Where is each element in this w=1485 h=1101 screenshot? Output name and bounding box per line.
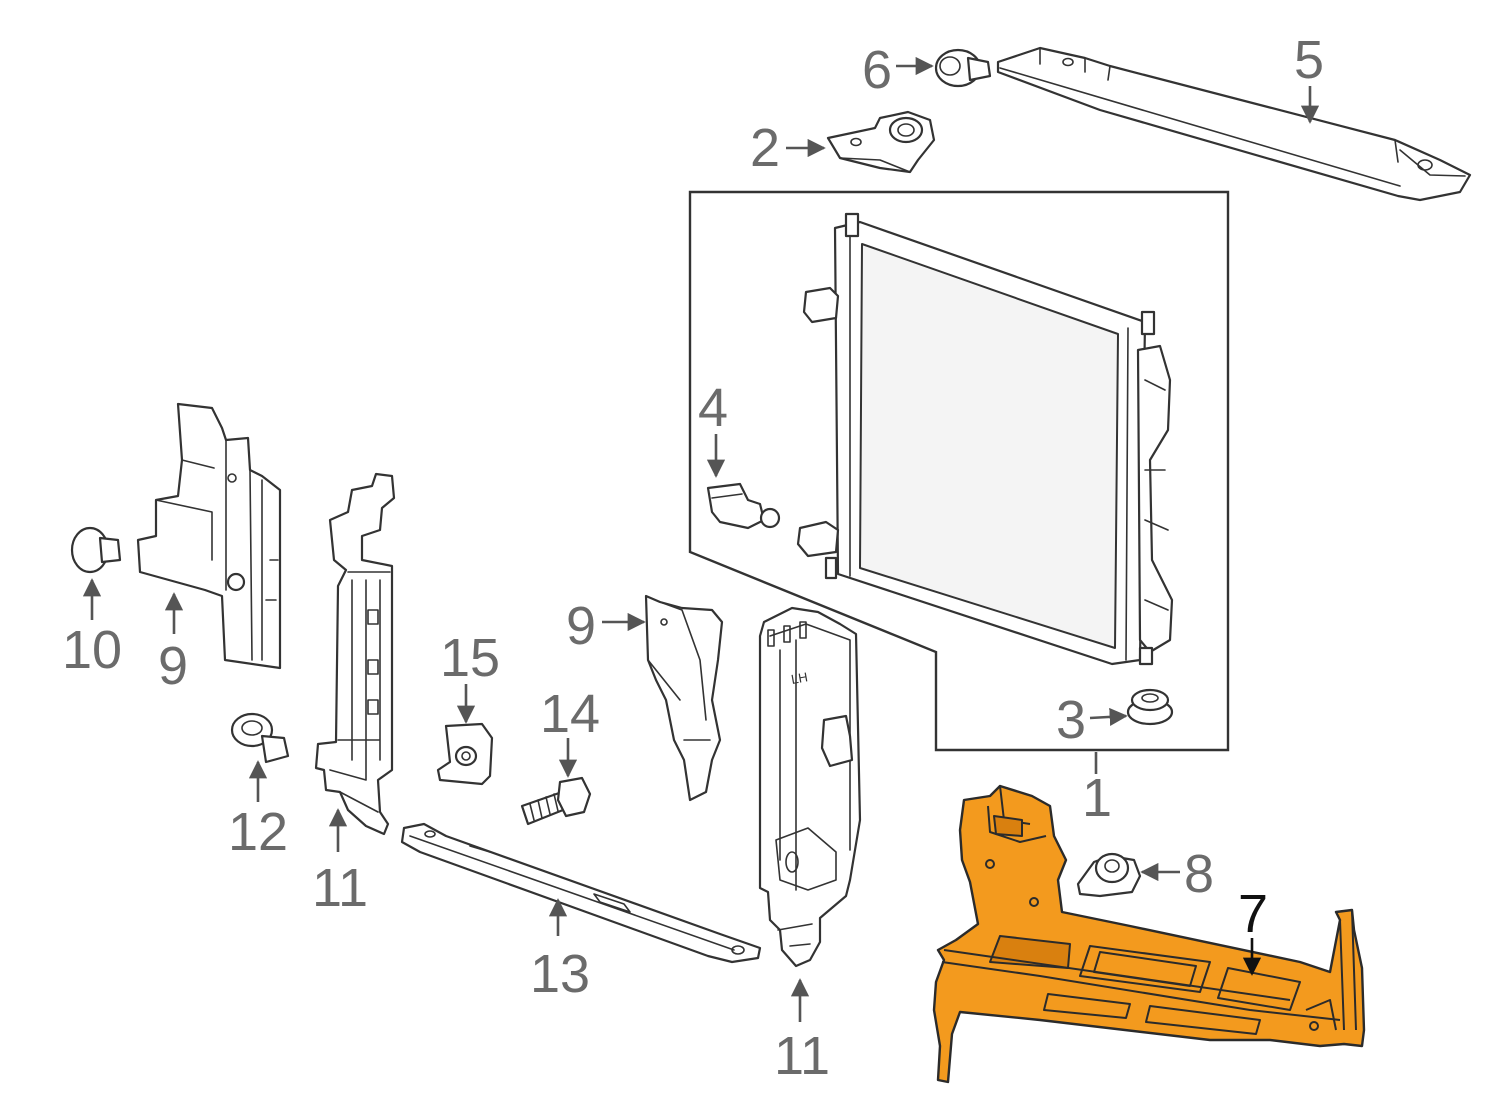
callout-10-label: 10 [62, 620, 122, 680]
callout-2-label: 2 [750, 118, 780, 178]
callout-15: 15 [440, 628, 500, 724]
part-4-sensor [706, 482, 781, 530]
callout-13: 13 [530, 898, 590, 1004]
callout-3: 3 [1056, 690, 1128, 750]
callout-2: 2 [750, 118, 826, 178]
part-9-left-deflector [136, 402, 282, 670]
part-13-lower-tie-bar [400, 822, 762, 964]
part-12-push-pin [230, 712, 290, 764]
part-7-splash-shield [932, 784, 1366, 1084]
part-8-push-pin [1076, 852, 1142, 898]
callout-9-center: 9 [566, 596, 646, 656]
callout-4-label: 4 [698, 378, 728, 438]
callout-10: 10 [62, 578, 122, 680]
callout-11-left-label: 11 [312, 858, 368, 918]
part-10-push-pin [70, 526, 122, 574]
part-5-upper-tie-bar [996, 46, 1472, 202]
callout-6-label: 6 [862, 40, 892, 100]
callout-11-left: 11 [312, 808, 368, 918]
callout-15-label: 15 [440, 628, 500, 688]
callout-5-label: 5 [1294, 30, 1324, 90]
callout-14: 14 [540, 684, 600, 778]
part-1-radiator [796, 212, 1174, 666]
part-6-push-pin [934, 48, 992, 88]
callout-9-left: 9 [158, 592, 188, 696]
callout-9-left-label: 9 [158, 636, 188, 696]
callout-11-right: 11 [774, 978, 830, 1086]
callout-14-label: 14 [540, 684, 600, 744]
callout-7: 7 [1238, 884, 1268, 976]
lh-stamp: LH [790, 669, 809, 687]
callout-12: 12 [228, 760, 288, 862]
callout-3-label: 3 [1056, 690, 1086, 750]
callout-1: 1 [1082, 752, 1112, 828]
radiator-assembly-box [688, 190, 1230, 752]
part-15-clip-nut [436, 722, 494, 786]
part-2-bracket [826, 110, 936, 174]
callout-8: 8 [1140, 844, 1214, 904]
callout-5: 5 [1294, 30, 1324, 124]
callout-8-label: 8 [1184, 844, 1214, 904]
callout-11-right-label: 11 [774, 1026, 830, 1086]
part-14-bolt [520, 776, 592, 826]
part-11-right-side-support: LH [758, 606, 862, 968]
callout-9-center-label: 9 [566, 596, 596, 656]
part-3-grommet [1126, 688, 1174, 726]
part-9-center-deflector [644, 594, 724, 802]
callout-7-label: 7 [1238, 884, 1268, 944]
callout-1-label: 1 [1082, 768, 1112, 828]
callout-4: 4 [698, 378, 728, 478]
callout-13-label: 13 [530, 944, 590, 1004]
part-11-left-side-support [314, 472, 396, 836]
callout-6: 6 [862, 40, 934, 100]
callout-12-label: 12 [228, 802, 288, 862]
